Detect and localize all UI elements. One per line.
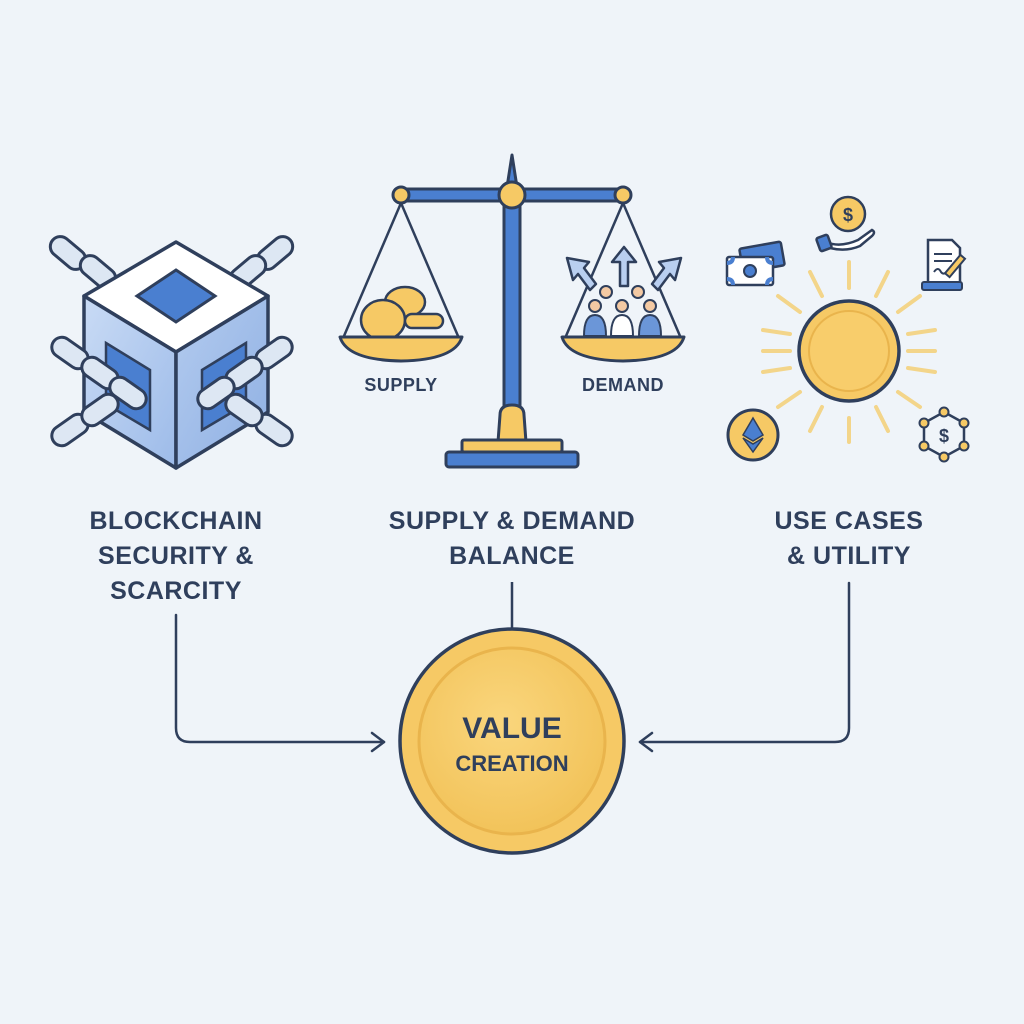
supply-demand-title-line1: SUPPLY & DEMAND (388, 507, 636, 535)
supply-demand-title: SUPPLY & DEMAND BALANCE (352, 504, 672, 574)
supply-label: SUPPLY (364, 375, 438, 395)
value-title: VALUE (462, 712, 562, 745)
blockchain-title: BLOCKCHAIN SECURITY & SCARCITY (56, 504, 296, 609)
connector-utility (638, 581, 851, 753)
signed-contract-icon (921, 238, 967, 291)
gold-coin-icon (398, 627, 626, 855)
balance-scale-icon (338, 153, 686, 469)
creation-title: CREATION (455, 751, 569, 776)
demand-label: DEMAND (582, 375, 664, 395)
coin-in-hand-icon: $ (815, 195, 876, 253)
utility-title: USE CASES & UTILITY (729, 504, 969, 574)
chained-cube-icon (48, 235, 295, 470)
utility-title-line1: USE CASES (774, 507, 924, 535)
coins-stack-icon (359, 285, 445, 342)
connector-blockchain (174, 613, 386, 753)
supply-demand-title-line2: BALANCE (449, 542, 575, 570)
people-growth-icon (565, 245, 683, 337)
svg-text:$: $ (843, 205, 853, 225)
ethereum-coin-icon (726, 408, 780, 462)
radiant-coin-icon (761, 260, 937, 444)
blockchain-title-line1: BLOCKCHAIN (89, 507, 263, 535)
svg-text:$: $ (939, 426, 949, 446)
network-dollar-icon: $ (918, 406, 970, 463)
blockchain-title-line3: SCARCITY (110, 577, 242, 605)
cash-icon (725, 240, 786, 287)
blockchain-title-line2: SECURITY & (98, 542, 254, 570)
utility-title-line2: & UTILITY (787, 542, 911, 570)
